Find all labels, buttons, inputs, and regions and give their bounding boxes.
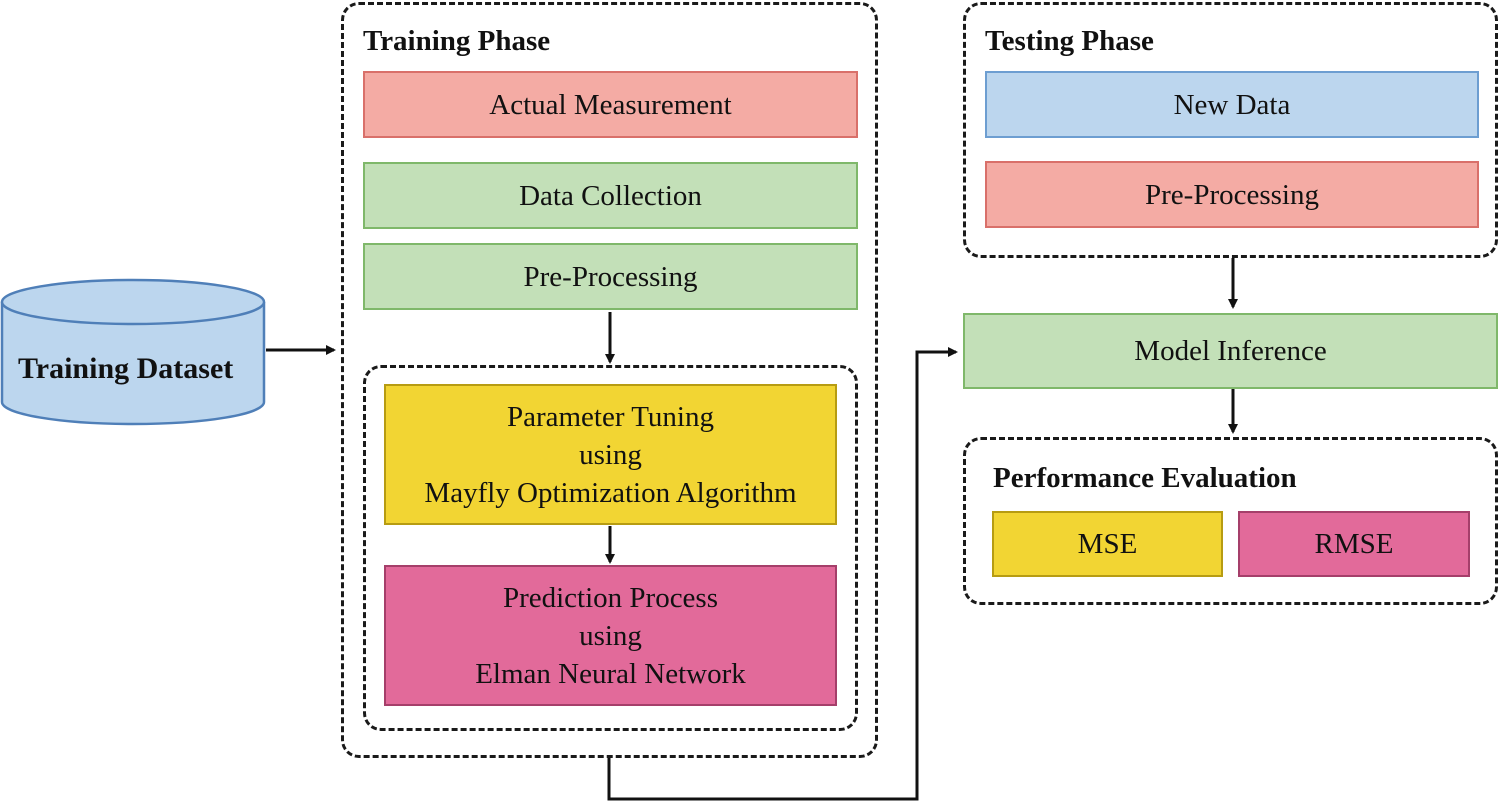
prediction-process-box: Prediction Process using Elman Neural Ne… (384, 565, 837, 706)
model-subgroup (363, 365, 858, 731)
data-collection-box: Data Collection (363, 162, 858, 229)
mse-box: MSE (992, 511, 1223, 577)
training-dataset-label: Training Dataset (18, 352, 234, 385)
testing-phase-title: Testing Phase (985, 25, 1154, 57)
parameter-tuning-line3: Mayfly Optimization Algorithm (424, 476, 797, 509)
actual-measurement-box: Actual Measurement (363, 71, 858, 138)
training-phase-title: Training Phase (363, 25, 551, 57)
training-preprocessing-box: Pre-Processing (363, 243, 858, 310)
training-phase-group (341, 2, 878, 758)
testing-preprocessing-box: Pre-Processing (985, 161, 1479, 228)
rmse-box: RMSE (1238, 511, 1470, 577)
performance-evaluation-title: Performance Evaluation (993, 462, 1297, 494)
prediction-process-line1: Prediction Process (502, 581, 719, 614)
parameter-tuning-line1: Parameter Tuning (506, 400, 714, 433)
prediction-process-line2: using (579, 619, 642, 652)
new-data-box: New Data (985, 71, 1479, 138)
testing-phase-group (963, 2, 1498, 258)
arrow-training-to-inference (607, 347, 958, 801)
database-icon (0, 278, 266, 426)
prediction-process-line3: Elman Neural Network (475, 657, 746, 690)
model-inference-box: Model Inference (963, 313, 1498, 389)
performance-evaluation-group (963, 437, 1498, 605)
parameter-tuning-line2: using (579, 438, 642, 471)
parameter-tuning-box: Parameter Tuning using Mayfly Optimizati… (384, 384, 837, 525)
